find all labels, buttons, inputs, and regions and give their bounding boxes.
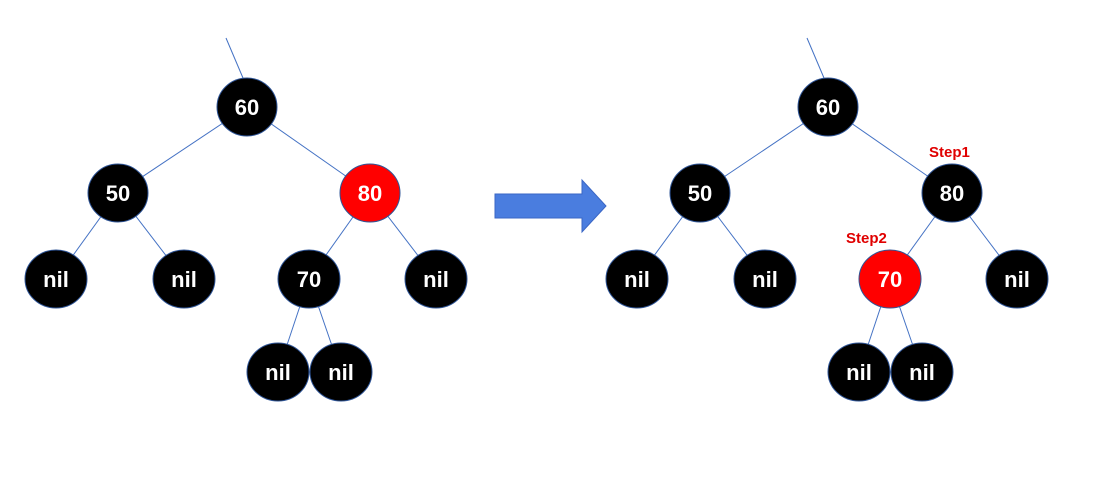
node-80: 80 xyxy=(339,163,401,223)
node-label: 60 xyxy=(235,95,259,120)
tree-after: 60 50 80 nil nil 70 xyxy=(605,37,1049,402)
node-label: nil xyxy=(909,360,935,385)
node-nil: nil xyxy=(827,342,891,402)
node-nil: nil xyxy=(985,249,1049,309)
step1-label: Step1 xyxy=(929,144,970,161)
node-50: 50 xyxy=(87,163,149,223)
edge-root-parent xyxy=(806,37,825,79)
node-80: 80 xyxy=(921,163,983,223)
node-label: 70 xyxy=(878,267,902,292)
node-60: 60 xyxy=(797,77,859,137)
node-label: nil xyxy=(423,267,449,292)
node-nil: nil xyxy=(152,249,216,309)
tree-before: 60 50 80 nil nil 70 xyxy=(24,37,468,402)
node-nil: nil xyxy=(309,342,373,402)
node-label: nil xyxy=(624,267,650,292)
node-label: 70 xyxy=(297,267,321,292)
node-label: 50 xyxy=(106,181,130,206)
node-label: 80 xyxy=(940,181,964,206)
node-70: 70 xyxy=(277,249,341,309)
node-label: nil xyxy=(265,360,291,385)
right-arrow-icon xyxy=(494,178,607,234)
node-label: 60 xyxy=(816,95,840,120)
node-label: nil xyxy=(1004,267,1030,292)
node-nil: nil xyxy=(246,342,310,402)
node-70: 70 xyxy=(858,249,922,309)
node-label: 50 xyxy=(688,181,712,206)
node-label: nil xyxy=(171,267,197,292)
node-nil: nil xyxy=(24,249,88,309)
node-nil: nil xyxy=(890,342,954,402)
step2-label: Step2 xyxy=(846,230,887,247)
tree-before-nodes: 60 50 80 nil nil 70 xyxy=(24,77,468,402)
node-label: nil xyxy=(43,267,69,292)
node-50: 50 xyxy=(669,163,731,223)
node-nil: nil xyxy=(404,249,468,309)
node-label: 80 xyxy=(358,181,382,206)
edge-root-parent xyxy=(225,37,244,79)
node-label: nil xyxy=(846,360,872,385)
tree-after-nodes: 60 50 80 nil nil 70 xyxy=(605,77,1049,402)
node-nil: nil xyxy=(605,249,669,309)
node-60: 60 xyxy=(216,77,278,137)
node-label: nil xyxy=(328,360,354,385)
node-nil: nil xyxy=(733,249,797,309)
node-label: nil xyxy=(752,267,778,292)
